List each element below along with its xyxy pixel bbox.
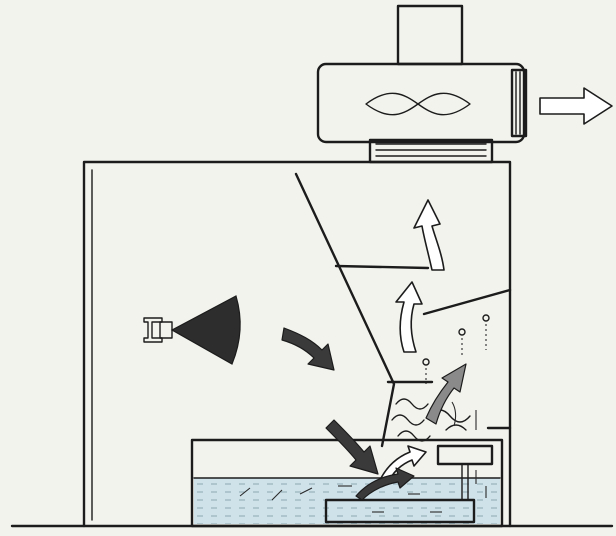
clean-air-arrow-middle [395,281,423,353]
water-curtain [391,398,471,442]
airflow-arrows [281,199,467,501]
spray-cone [170,295,241,365]
water-droplets [422,314,490,430]
exhaust-fan-housing [316,62,528,144]
clean-air-arrow-upper [413,199,445,271]
curved-flow-arrow-dark [355,467,415,501]
fan-blade-icon [365,92,471,116]
exhaust-outlet-arrow [539,87,613,125]
tank-flow-arrows [239,470,487,513]
dark-airflow-arrow-upper [281,327,335,371]
spray-gun [143,295,241,365]
water-pump-channel [324,498,476,524]
gray-airflow-arrow [425,363,467,425]
baffle-plates [294,172,512,448]
exhaust-duct [368,4,494,164]
dark-airflow-arrow-lower [325,419,379,475]
booth-cabinet [82,160,512,528]
